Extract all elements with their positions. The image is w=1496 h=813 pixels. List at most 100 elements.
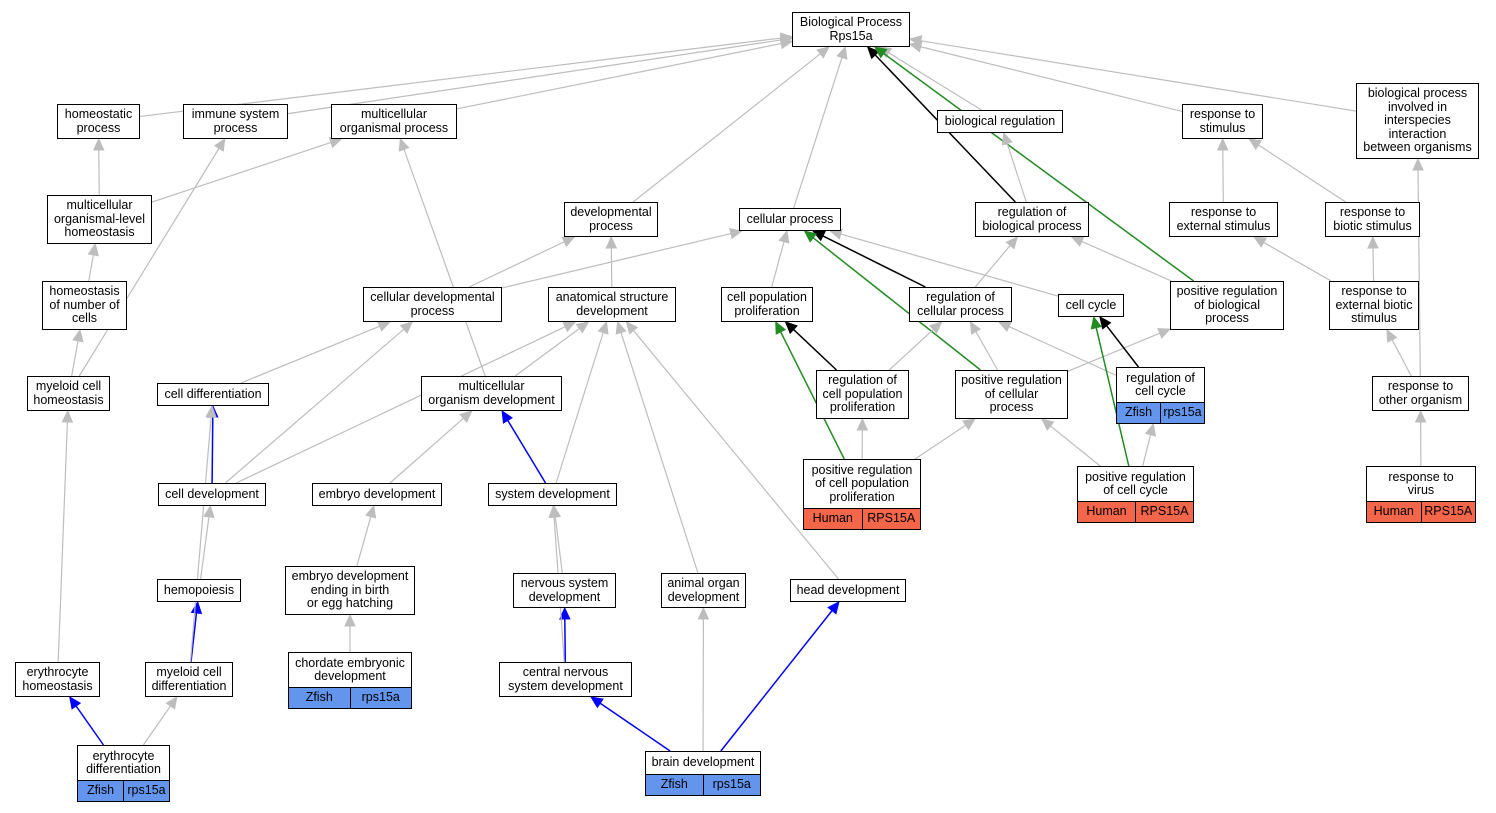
node-cns-dev[interactable]: central nervous system development [499,662,632,697]
edge-pos_reg_cycle-to-reg_cell_cycle [1142,434,1152,467]
node-label: positive regulation of cell population p… [811,462,913,504]
node-label: positive regulation of cellular process [961,373,1062,415]
node-homeo-number[interactable]: homeostasis of number of cells [42,281,127,330]
node-mc-homeostasis[interactable]: multicellular organismal-level homeostas… [47,195,152,244]
arrowhead-pos_reg_prolif-to-reg_prolif [856,417,869,431]
arrowhead-pos_reg_cycle-to-pos_reg_cellular [1040,418,1055,431]
node-head-dev[interactable]: head development [790,579,906,602]
arrowhead-pos_reg_bio-to-reg_bio [1070,236,1085,247]
node-resp-external[interactable]: response to external stimulus [1169,202,1278,237]
node-mc-org-dev[interactable]: multicellular organism development [421,376,562,411]
node-cell-cycle[interactable]: cell cycle [1058,294,1124,317]
node-cell-prolif[interactable]: cell population proliferation [721,287,813,322]
organism-tag: Zfish [1124,405,1153,420]
node-root[interactable]: Biological Process Rps15a [792,12,910,47]
edge-mc_org_dev-to-anat_dev [514,328,580,377]
edge-resp_other-to-interspecies [1417,169,1421,377]
arrowhead-cellular_process-to-root [836,45,848,60]
gene-tag: RPS15A [861,509,921,529]
edge-pos_reg_cellular-to-reg_cellular [975,331,999,371]
node-bioreg[interactable]: biological regulation [937,110,1063,133]
arrowhead-reg_cell_cycle-to-cell_cycle [1099,316,1112,330]
arrowhead-anat_dev-to-dev_process [605,235,618,249]
node-embryo-dev[interactable]: embryo development [312,483,442,506]
node-label: cell cycle [1065,297,1117,312]
node-cell-diff[interactable]: cell differentiation [157,383,269,406]
node-label: response to other organism [1378,379,1463,407]
node-label: regulation of biological process [982,205,1082,233]
edge-response_stimulus-to-root [920,46,1183,113]
arrowhead-resp_ext_biotic-to-resp_biotic [1367,235,1379,249]
node-homeostatic[interactable]: homeostatic process [57,104,140,139]
node-response-stimulus[interactable]: response to stimulus [1182,104,1263,139]
node-multicellular[interactable]: multicellular organismal process [331,104,457,139]
arrowhead-reg_prolif-to-reg_cellular [929,321,943,335]
edge-myeloid_diff-to-hemopoiesis [190,612,198,663]
node-myeloid-homeo[interactable]: myeloid cell homeostasis [27,376,110,411]
node-cell-development[interactable]: cell development [158,483,266,506]
node-label: multicellular organismal process [339,107,449,135]
node-reg-bio[interactable]: regulation of biological process [975,202,1089,237]
node-pos-reg-cellular[interactable]: positive regulation of cellular process [955,370,1068,419]
arrowhead-brain_dev-to-head_dev [827,601,840,615]
node-label: response to external stimulus [1176,205,1271,233]
node-resp-other[interactable]: response to other organism [1372,376,1469,411]
edge-cell_dev_process-to-dev_process [468,241,565,288]
edge-pos_reg_prolif-to-pos_reg_cellular [914,424,967,460]
node-pos-reg-bio[interactable]: positive regulation of biological proces… [1170,281,1284,330]
arrowhead-animal_organ-to-anat_dev [615,320,627,335]
node-label: developmental process [570,205,652,233]
edge-resp_ext_biotic-to-resp_biotic [1372,247,1375,282]
arrowhead-cell_diff-to-cell_dev_process [376,321,391,332]
arrowhead-system_dev-to-mc_org_dev [501,409,513,424]
node-reg-prolif[interactable]: regulation of cell population proliferat… [816,370,909,419]
node-label: myeloid cell homeostasis [33,379,104,407]
node-system-dev[interactable]: system development [488,483,617,506]
edge-pos_reg_cycle-to-cell_cycle [1095,327,1130,467]
node-label: biological process involved in interspec… [1363,86,1472,155]
node-resp-biotic[interactable]: response to biotic stimulus [1325,202,1420,237]
edge-myeloid_homeo-to-immune [78,148,220,377]
node-myeloid-diff[interactable]: myeloid cell differentiation [145,662,233,697]
organism-tag: Human [1373,504,1414,519]
arrowhead-head_dev-to-anat_dev [625,321,639,335]
node-pos-reg-prolif[interactable]: positive regulation of cell population p… [803,459,921,530]
node-label: anatomical structure development [555,290,669,318]
node-immune[interactable]: immune system process [183,104,288,139]
arrowhead-cell_dev_process-to-cellular_process [729,228,743,240]
node-cell-dev-process[interactable]: cellular developmental process [363,287,502,322]
node-embryo-birth[interactable]: embryo development ending in birth or eg… [285,566,415,615]
organism-tag: Zfish [305,690,333,705]
arrowhead-myeloid_homeo-to-immune [213,137,226,152]
node-animal-organ[interactable]: animal organ development [661,573,746,608]
arrowhead-cell_prolif-to-cellular_process [778,229,790,244]
arrowhead-reg_bio-to-bioreg [1001,131,1013,146]
node-reg-cellular[interactable]: regulation of cellular process [909,287,1012,322]
node-cellular-process[interactable]: cellular process [739,208,841,231]
node-nervous-dev[interactable]: nervous system development [513,573,616,608]
node-label: nervous system development [520,576,609,604]
node-erythro-homeo[interactable]: erythrocyte homeostasis [15,662,100,697]
arrowhead-pos_reg_prolif-to-pos_reg_cellular [962,418,976,431]
node-dev-process[interactable]: developmental process [564,202,658,237]
node-resp-ext-biotic[interactable]: response to external biotic stimulus [1329,281,1419,330]
node-anat-dev[interactable]: anatomical structure development [548,287,676,322]
node-hemopoiesis[interactable]: hemopoiesis [157,579,241,602]
arrowhead-resp_other-to-resp_ext_biotic [1386,328,1398,343]
node-label: cell development [165,486,259,501]
node-interspecies[interactable]: biological process involved in interspec… [1356,83,1479,159]
edge-system_dev-to-anat_dev [555,332,604,484]
edge-cell_development-to-cell_dev_process [224,328,405,484]
node-label: positive regulation of biological proces… [1176,284,1278,326]
edge-brain_dev-to-cns_dev [599,702,671,752]
